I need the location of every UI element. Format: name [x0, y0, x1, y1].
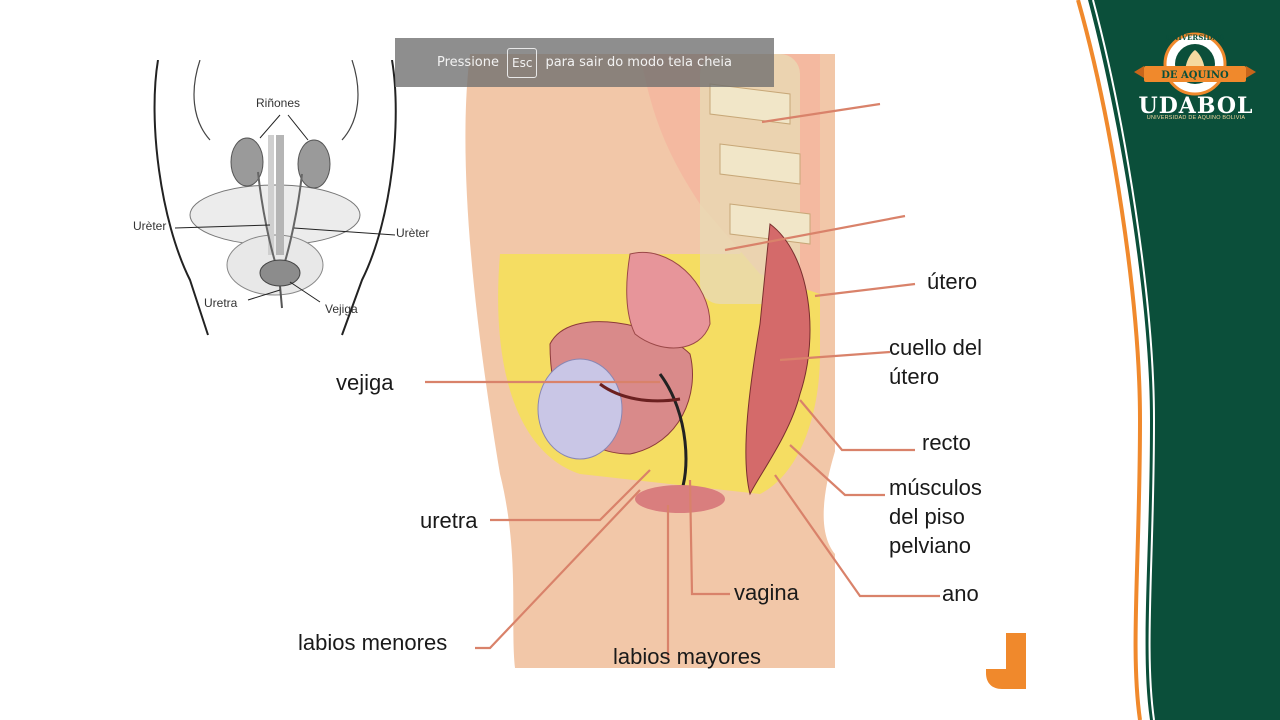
toast-suffix: para sair do modo tela cheia [545, 55, 733, 70]
label-ureter-right: Urèter [396, 226, 430, 240]
label-vagina: vagina [734, 580, 799, 605]
udabol-logo: DE AQUINO Bolivia UNIVERSIDAD [1134, 32, 1256, 96]
label-kidneys: Riñones [256, 96, 301, 110]
label-anus: ano [942, 581, 979, 606]
orange-corner-mark [986, 633, 1026, 689]
fullscreen-exit-toast: Pressione Esc para sair do modo tela che… [395, 38, 774, 87]
logo-country: Bolivia [1184, 85, 1206, 92]
urinary-system-illustration [153, 60, 397, 336]
label-bladder-small: Vejiga [325, 302, 358, 316]
logo-subtitle: UNIVERSIDAD DE AQUINO BOLIVIA [1146, 115, 1246, 121]
label-muscles-line2: del piso [889, 504, 965, 529]
label-cervix-line2: útero [889, 364, 940, 389]
label-uterus: útero [927, 269, 978, 294]
label-muscles-line3: pelviano [889, 533, 971, 558]
label-labia-minora: labios menores [298, 630, 448, 655]
label-bladder: vejiga [336, 370, 394, 395]
label-rectum: recto [922, 430, 971, 455]
label-ureter-left: Urèter [133, 219, 167, 233]
logo-arc-text: UNIVERSIDAD [1166, 33, 1224, 42]
logo-ribbon-text: DE AQUINO [1161, 70, 1229, 81]
female-pelvis-cross-section [465, 54, 835, 668]
toast-prefix: Pressione [436, 55, 500, 70]
label-muscles-line1: músculos [889, 475, 982, 500]
label-cervix-line1: cuello del [889, 335, 982, 360]
label-urethra: uretra [420, 508, 478, 533]
esc-key-hint[interactable]: Esc [507, 47, 538, 78]
label-urethra-small: Uretra [204, 296, 238, 310]
logo-wordmark: UDABOL [1138, 93, 1254, 119]
label-labia-majora: labios mayores [613, 644, 761, 669]
